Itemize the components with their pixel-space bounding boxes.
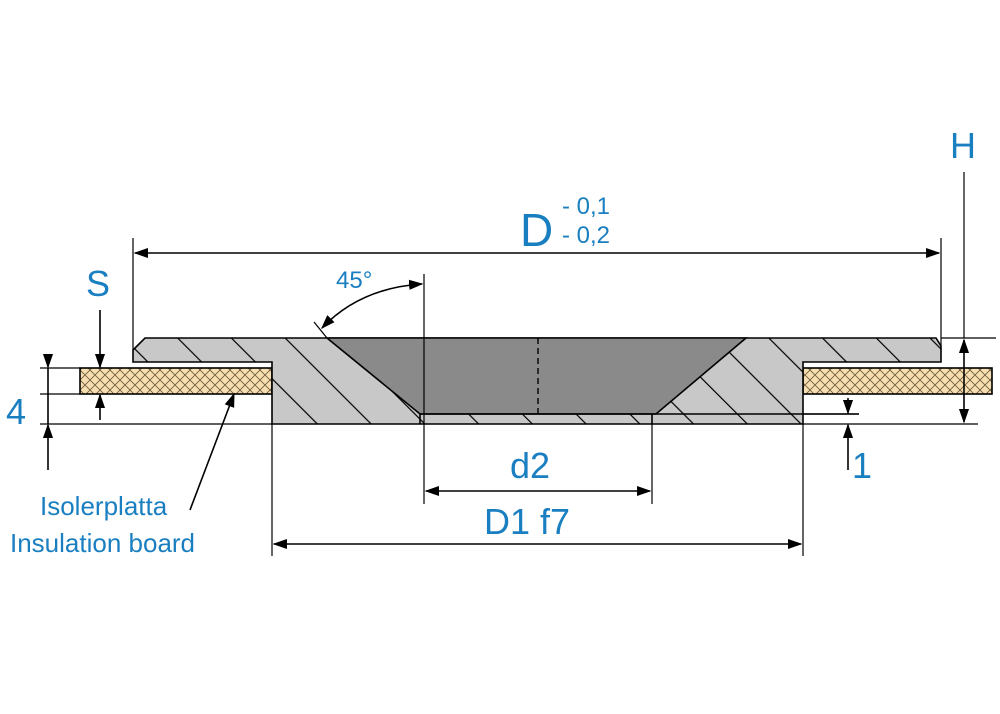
- label-s: S: [86, 263, 110, 304]
- label-d: D: [520, 204, 553, 256]
- insulation-board-left: [79, 367, 273, 395]
- label-board-en: Insulation board: [10, 528, 195, 558]
- label-h: H: [950, 125, 976, 166]
- angle-arc-45: [321, 279, 424, 330]
- label-d-tol-lower: - 0,2: [562, 222, 610, 249]
- label-d-tol-upper: - 0,1: [562, 193, 610, 220]
- board-leader-line: [189, 392, 235, 511]
- label-board-sv: Isolerplatta: [40, 491, 168, 521]
- angle-ext-line: [313, 321, 328, 339]
- label-d2: d2: [510, 445, 550, 486]
- label-four: 4: [6, 391, 26, 432]
- label-d1: D1 f7: [484, 501, 570, 542]
- label-one: 1: [852, 445, 872, 486]
- label-angle: 45°: [336, 267, 372, 294]
